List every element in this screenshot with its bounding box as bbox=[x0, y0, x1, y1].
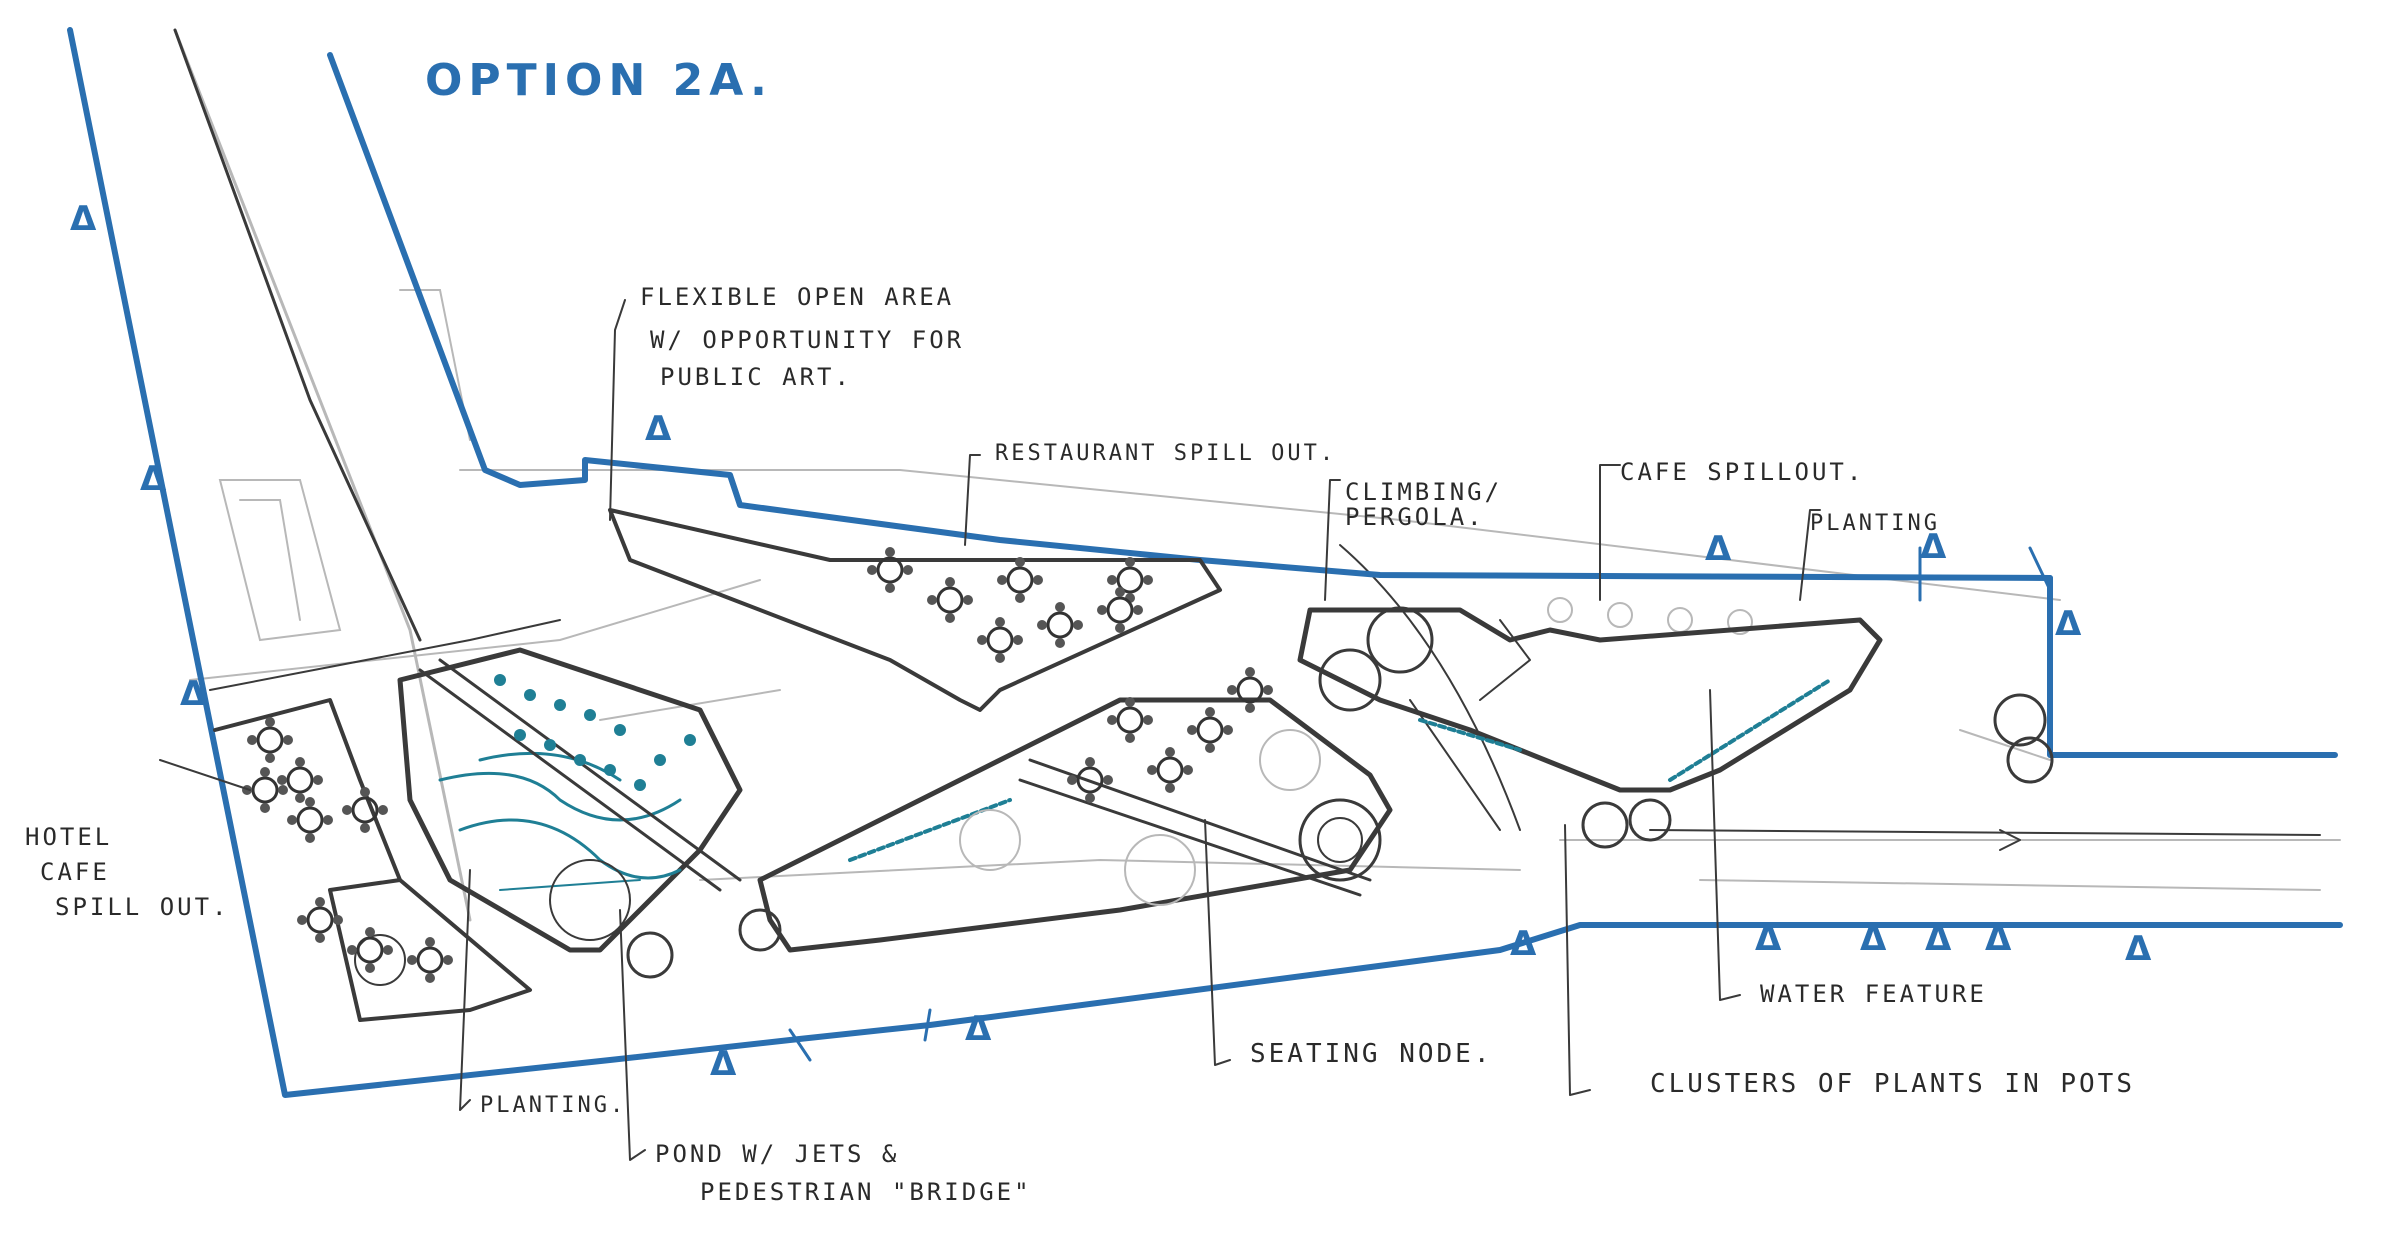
labels: OPTION 2A. FLEXIBLE OPEN AREA W/ OPPORTU… bbox=[25, 55, 2135, 1206]
cafe-table bbox=[977, 617, 1023, 663]
entry-marker: Δ bbox=[180, 674, 207, 714]
pond-jets bbox=[494, 674, 696, 791]
cafe-table bbox=[247, 717, 293, 763]
entry-marker: Δ bbox=[1985, 919, 2012, 959]
label-flexible-open-area-2: W/ OPPORTUNITY FOR bbox=[650, 326, 964, 354]
pond-jet bbox=[574, 754, 586, 766]
label-flexible-open-area-3: PUBLIC ART. bbox=[660, 363, 852, 391]
label-leaders bbox=[159, 299, 1821, 1161]
entry-marker: Δ bbox=[1510, 924, 1537, 964]
label-hotel-1: HOTEL bbox=[25, 823, 112, 851]
label-seating-node: SEATING NODE. bbox=[1250, 1039, 1493, 1069]
cafe-table bbox=[1187, 707, 1233, 753]
label-restaurant-spill-out: RESTAURANT SPILL OUT. bbox=[995, 441, 1336, 466]
entry-marker: Δ bbox=[1860, 919, 1887, 959]
cafe-table bbox=[1147, 747, 1193, 793]
pond-jet bbox=[524, 689, 536, 701]
pond-jet bbox=[614, 724, 626, 736]
entry-marker: Δ bbox=[965, 1009, 992, 1049]
cafe-table bbox=[1037, 602, 1083, 648]
label-planting-right: PLANTING bbox=[1810, 511, 1940, 536]
cafe-table bbox=[1227, 667, 1273, 713]
cafe-table bbox=[342, 787, 388, 833]
trees-and-pots bbox=[354, 606, 2054, 986]
entry-marker: Δ bbox=[2125, 929, 2152, 969]
label-flexible-open-area-1: FLEXIBLE OPEN AREA bbox=[640, 283, 954, 311]
label-pond-1: POND W/ JETS & bbox=[655, 1140, 899, 1168]
pond-jet bbox=[544, 739, 556, 751]
cafe-table bbox=[997, 557, 1043, 603]
pond-jet bbox=[584, 709, 596, 721]
entry-marker: Δ bbox=[1705, 529, 1732, 569]
cafe-table bbox=[1107, 697, 1153, 743]
cafe-planting-bed bbox=[1297, 607, 1883, 793]
entry-marker: Δ bbox=[710, 1044, 737, 1084]
entry-marker: Δ bbox=[2055, 604, 2082, 644]
pond-jet bbox=[514, 729, 526, 741]
pond-jet bbox=[684, 734, 696, 746]
cafe-table bbox=[277, 757, 323, 803]
cafe-table bbox=[1067, 757, 1113, 803]
cafe-table bbox=[867, 547, 913, 593]
title-label: OPTION 2A. bbox=[425, 55, 773, 106]
entry-marker: Δ bbox=[1920, 527, 1947, 567]
entry-marker: Δ bbox=[70, 199, 97, 239]
street-lines bbox=[173, 28, 2321, 851]
pond-jet bbox=[554, 699, 566, 711]
label-clusters: CLUSTERS OF PLANTS IN POTS bbox=[1650, 1069, 2135, 1099]
hotel-planting-bed bbox=[213, 698, 532, 1022]
label-planting-left: PLANTING. bbox=[480, 1093, 626, 1118]
label-climbing-2: PERGOLA. bbox=[1345, 503, 1485, 531]
label-hotel-2: CAFE bbox=[40, 858, 110, 886]
pond bbox=[397, 647, 743, 953]
seating-node-bed bbox=[757, 697, 1393, 953]
entry-marker: Δ bbox=[1755, 919, 1782, 959]
label-climbing-1: CLIMBING/ bbox=[1345, 478, 1502, 506]
entry-marker: Δ bbox=[140, 459, 167, 499]
cafe-table bbox=[297, 897, 343, 943]
seating-tables bbox=[242, 547, 1273, 983]
label-pond-2: PEDESTRIAN "BRIDGE" bbox=[700, 1178, 1032, 1206]
planting-bed-restaurant bbox=[608, 508, 1222, 712]
pond-jet bbox=[654, 754, 666, 766]
cafe-table bbox=[927, 577, 973, 623]
cafe-table bbox=[287, 797, 333, 843]
cafe-table bbox=[407, 937, 453, 983]
label-water-feature: WATER FEATURE bbox=[1760, 980, 1987, 1008]
label-cafe-spill-out: CAFE SPILLOUT. bbox=[1620, 458, 1864, 486]
cafe-table bbox=[1107, 557, 1153, 603]
entry-marker: Δ bbox=[1925, 919, 1952, 959]
cafe-table bbox=[1097, 587, 1143, 633]
cafe-table bbox=[347, 927, 393, 973]
pond-jet bbox=[494, 674, 506, 686]
label-hotel-3: SPILL OUT. bbox=[55, 893, 230, 921]
pond-jet bbox=[634, 779, 646, 791]
entry-marker: Δ bbox=[645, 409, 672, 449]
pond-jet bbox=[604, 764, 616, 776]
